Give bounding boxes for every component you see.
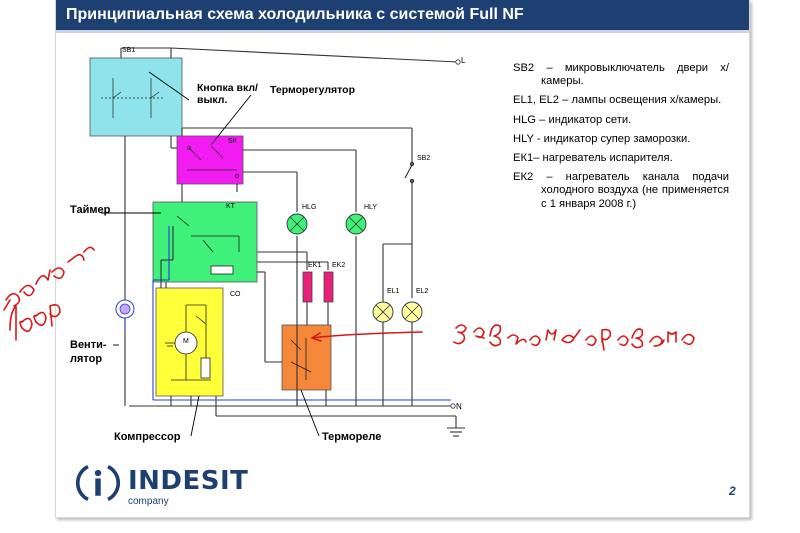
el2-lamp [401,301,423,323]
el1-label: EL1 [387,288,400,295]
brand-name: INDESIT [128,466,249,496]
legend-item: HLY - индикатор супер заморозки. [513,132,691,145]
relay-box [281,324,332,391]
sk-label: SK [228,138,238,145]
legend: SB2 – микровыключатель двери х/камеры. E… [513,62,729,217]
sb2-label: SB2 [417,155,431,162]
timer-callout: Таймер [70,204,111,216]
hlg-lamp [286,213,308,235]
legend-item: EL1, EL2 – лампы освещения х/камеры. [513,94,722,107]
slide: Принципиальная схема холодильника с сист… [55,0,750,518]
co-label: CO [230,291,241,298]
line-l-label: L [461,56,466,65]
ek1-label: EK1 [308,262,322,269]
legend-item: SB2 – микровыключатель двери х/камеры. [513,62,729,88]
fan-callout: Венти-лятор [70,339,107,365]
ek2-label: EK2 [332,262,346,269]
relay-callout: Термореле [322,431,382,443]
page-number: 2 [729,484,736,498]
thermostat-callout: Терморегулятор [270,84,356,96]
el1-lamp [372,301,394,323]
circuit-diagram [89,47,465,437]
el2-label: EL2 [416,288,429,295]
sk-box [176,135,244,185]
hly-label: HLY [364,204,378,211]
button-callout: Кнопка вкл/выкл. [197,82,258,106]
sb1-label: SB1 [122,47,136,54]
kt-label: KT [226,203,235,210]
hly-lamp [345,213,367,235]
brand-sub: company [128,496,169,507]
ek2-heater [323,271,334,303]
sb1-box [89,57,183,137]
legend-item: HLG – индикатор сети. [513,113,632,126]
fan-symbol [115,299,135,319]
legend-item: ЕК1– нагреватель испарителя. [513,152,673,165]
ek1-heater [302,271,313,303]
page-title: Принципиальная схема холодильника с сист… [56,0,749,33]
legend-item: ЕК2 – нагреватель канала подачи холодног… [513,171,729,210]
compressor-callout: Компрессор [114,431,181,443]
line-n-label: N [456,402,462,411]
hlg-label: HLG [302,204,317,211]
motor-label: M [183,338,189,345]
indesit-logo-icon [75,465,121,501]
